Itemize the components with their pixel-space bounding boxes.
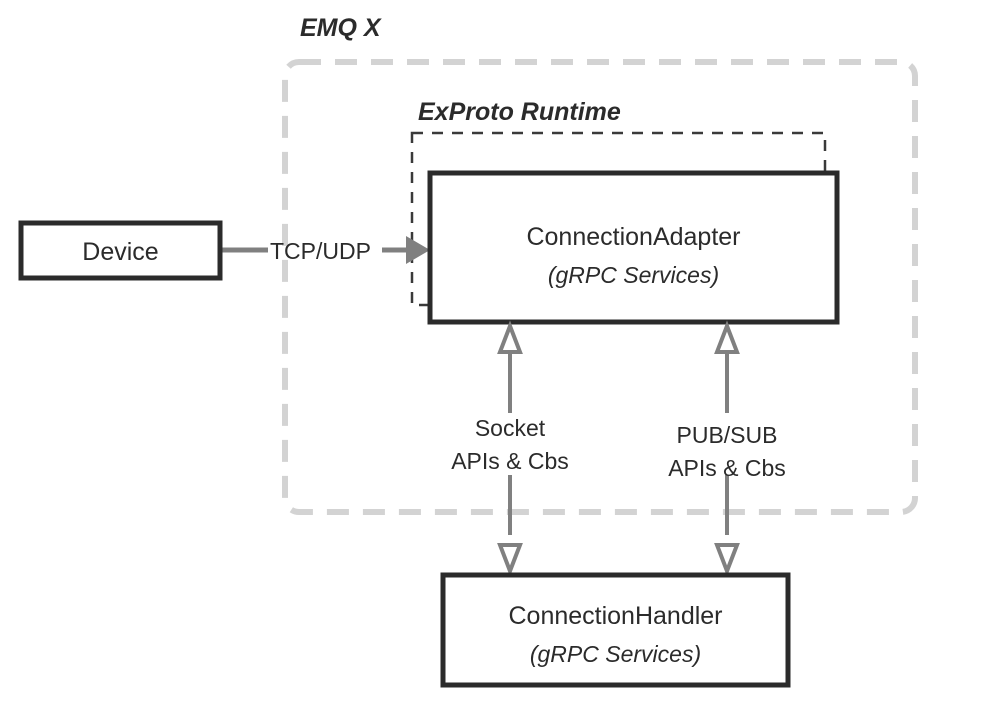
- edge-socket-arrowhead-down: [497, 543, 523, 577]
- node-connection-adapter-box: [427, 170, 840, 325]
- node-connection-adapter-label: ConnectionAdapter: [526, 223, 740, 251]
- node-device-box: [18, 220, 223, 281]
- edge-label-pubsub-line1: PUB/SUB: [677, 422, 778, 448]
- edge-label-tcp-udp: TCP/UDP: [270, 238, 371, 264]
- edge-pubsub-arrowhead-up: [714, 320, 740, 354]
- zone-exproto-label: ExProto Runtime: [418, 98, 621, 126]
- node-connection-adapter-sublabel: (gRPC Services): [548, 262, 719, 288]
- edge-socket-arrowhead-up: [497, 320, 523, 354]
- zone-emqx-boundary: [282, 59, 918, 515]
- node-connection-handler-box: [440, 572, 791, 688]
- edge-label-socket-line2: APIs & Cbs: [451, 448, 569, 474]
- edge-label-socket-line1: Socket: [475, 415, 546, 441]
- zone-emqx-label: EMQ X: [300, 14, 382, 42]
- node-device-label: Device: [82, 238, 158, 266]
- node-connection-handler-sublabel: (gRPC Services): [530, 641, 701, 667]
- edge-device-to-adapter-arrowhead: [406, 236, 430, 264]
- zone-exproto-boundary: [410, 131, 827, 307]
- node-connection-handler-label: ConnectionHandler: [508, 602, 722, 630]
- edge-label-pubsub-line2: APIs & Cbs: [668, 455, 786, 481]
- edge-pubsub-arrowhead-down: [714, 543, 740, 577]
